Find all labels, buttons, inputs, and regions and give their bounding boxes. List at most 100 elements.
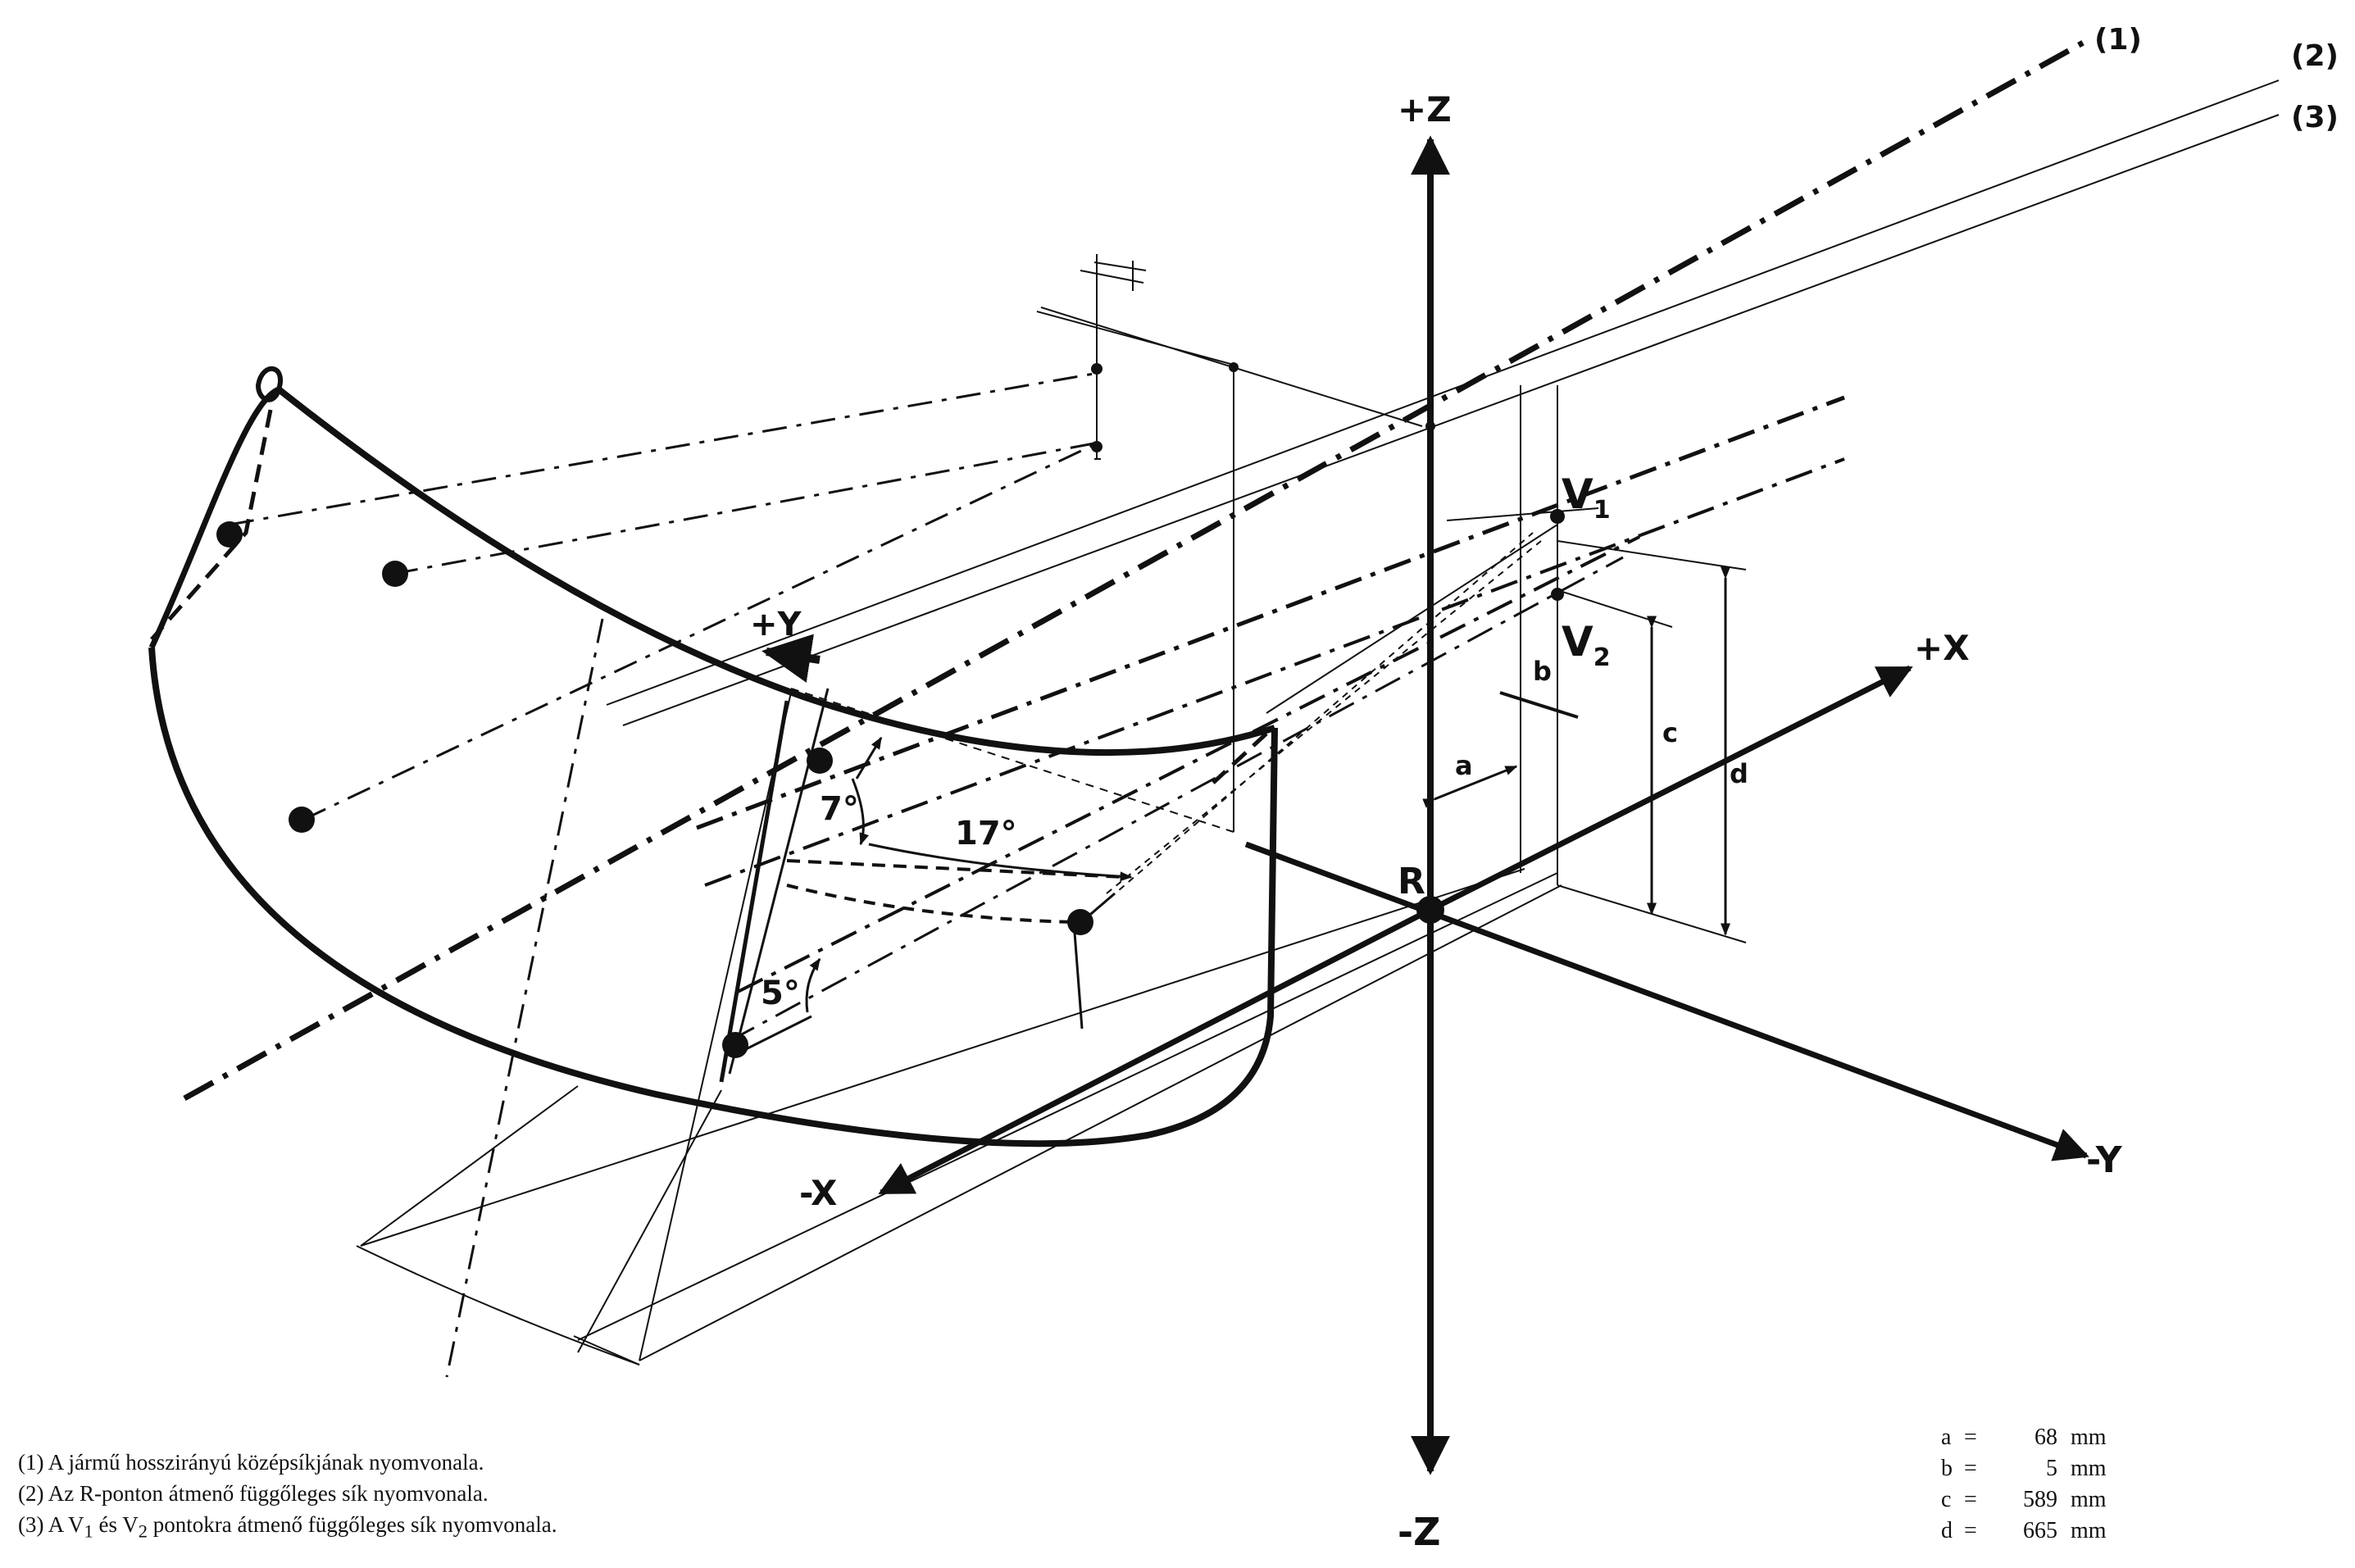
- dim-a-label: a: [1455, 750, 1473, 781]
- legend: (1) A jármű hosszirányú középsíkjának ny…: [18, 1447, 557, 1547]
- point-R: [1416, 896, 1444, 924]
- z-neg-label: -Z: [1398, 1510, 1440, 1554]
- windscreen: [148, 366, 1278, 1148]
- dimension-lines: [1422, 540, 1747, 943]
- legend-item-2: (2) Az R-ponton átmenő függőleges sík ny…: [18, 1481, 489, 1506]
- angle-5-arc: [805, 957, 821, 1013]
- point-top-4: [1425, 421, 1435, 431]
- plane-line-upper: [696, 395, 1845, 830]
- dimension-c-ext-top: [1557, 589, 1673, 628]
- dashed-link-1: [790, 688, 1234, 833]
- dimension-ext-bottom: [1557, 884, 1747, 943]
- point-glass-6: [1067, 909, 1093, 935]
- plane-line-low: [737, 535, 1640, 993]
- x-axis: [1429, 665, 1913, 913]
- point-V2: [1551, 588, 1564, 601]
- angle-7-label: 7°: [820, 790, 859, 828]
- angle-17-label: 17°: [955, 815, 1017, 852]
- thin-line-6: [639, 884, 1562, 1361]
- legend-item-1: (1) A jármű hosszirányú középsíkjának ny…: [18, 1450, 484, 1475]
- dimension-d-ext-top: [1557, 540, 1747, 570]
- point-V1: [1550, 509, 1565, 524]
- plane-line-mid: [704, 457, 1845, 887]
- windscreen-dashed-left: [150, 409, 273, 641]
- legend-item-3: (3) A V1 és V2 pontokra átmenő függőlege…: [18, 1512, 557, 1542]
- z-pos-label: +Z: [1398, 89, 1452, 130]
- angle-labels: 7° 17° 5°: [761, 790, 1017, 1012]
- glass-projection-lines: [229, 254, 1599, 1378]
- point-top-3: [1229, 362, 1239, 372]
- y-pos-label: +Y: [750, 606, 802, 643]
- trace-line-1: [183, 38, 2088, 1102]
- angle-17-arc: [868, 843, 1133, 882]
- dimension-b-tick: [1499, 691, 1579, 719]
- angle-7-arc: [851, 778, 869, 846]
- point-glass-5: [722, 1032, 748, 1058]
- ground-arc: [356, 1245, 640, 1366]
- point-glass-2: [382, 561, 408, 587]
- point-top-2: [1091, 441, 1102, 452]
- dashed-eye-line: [786, 884, 1075, 924]
- dim-d-label: d: [1730, 758, 1748, 789]
- thin-line-2: [639, 692, 792, 1361]
- angle-7-top-arrow: [855, 736, 883, 779]
- dim-b-label: b: [1533, 656, 1552, 687]
- v1-label: V1: [1562, 470, 1611, 525]
- windscreen-left-edge: [148, 386, 280, 649]
- origin-R-label: R: [1398, 861, 1425, 902]
- x-pos-label: +X: [1914, 628, 1970, 668]
- ground-tie: [573, 1335, 640, 1366]
- point-glass-3: [289, 807, 315, 833]
- windscreen-dashed-right: [1212, 732, 1268, 784]
- dim-c-label: c: [1662, 717, 1678, 748]
- plane-line-bottom: [729, 556, 1624, 1043]
- windscreen-top-corner: [255, 366, 283, 402]
- dashdot-ray-upper: [393, 441, 1099, 575]
- angle-construction: [737, 736, 1133, 1055]
- y-neg-label: -Y: [2086, 1139, 2123, 1181]
- eye-to-v-line-2: [1085, 892, 1116, 920]
- point-glass-4: [807, 748, 833, 774]
- top-cross-3: [1093, 261, 1147, 271]
- top-cross-1: [1080, 270, 1144, 284]
- thin-line-1: [360, 1085, 579, 1247]
- x-axis-neg: [878, 907, 1432, 1196]
- coordinate-axes: [762, 135, 2089, 1475]
- v1-leader: [1446, 507, 1599, 521]
- y-axis-pos-arrow: [762, 634, 821, 683]
- point-top-1: [1091, 363, 1102, 375]
- point-labels: V1 V2: [1562, 470, 1611, 672]
- point-glass-1: [216, 521, 243, 548]
- trace-line-3: [622, 114, 2280, 726]
- reference-points: [216, 362, 1565, 1058]
- x-neg-label: -X: [799, 1173, 837, 1213]
- eye-to-v-line: [1072, 921, 1084, 1029]
- trace-line-2: [606, 80, 2280, 706]
- y-axis: [1244, 841, 2089, 1161]
- thin-line-5: [577, 872, 1558, 1341]
- dimension-labels: a b c d: [1455, 656, 1748, 789]
- v2-label: V2: [1562, 618, 1611, 672]
- dimension-a-line: [1422, 765, 1518, 808]
- axis-labels: +Z -Z +X -X +Y -Y R: [750, 89, 2123, 1554]
- dashed-link-3: [1081, 532, 1542, 923]
- trace-ref-3: (3): [2291, 101, 2339, 134]
- glass-vertical-dashdot: [445, 618, 604, 1378]
- angle-5-bottom: [737, 1015, 812, 1055]
- trace-refs: (1) (2) (3): [2094, 23, 2339, 134]
- trace-ref-2: (2): [2291, 39, 2339, 73]
- windscreen-outer-line: [719, 700, 789, 1083]
- windscreen-top-edge: [276, 386, 1276, 757]
- reference-trace-lines: [183, 38, 2280, 1102]
- top-hairline-2: [1036, 311, 1234, 366]
- thin-line-4: [360, 868, 1525, 1247]
- thin-line-3: [577, 1089, 722, 1353]
- windscreen-bottom-edge: [148, 647, 1278, 1148]
- v1-support: [1266, 524, 1558, 714]
